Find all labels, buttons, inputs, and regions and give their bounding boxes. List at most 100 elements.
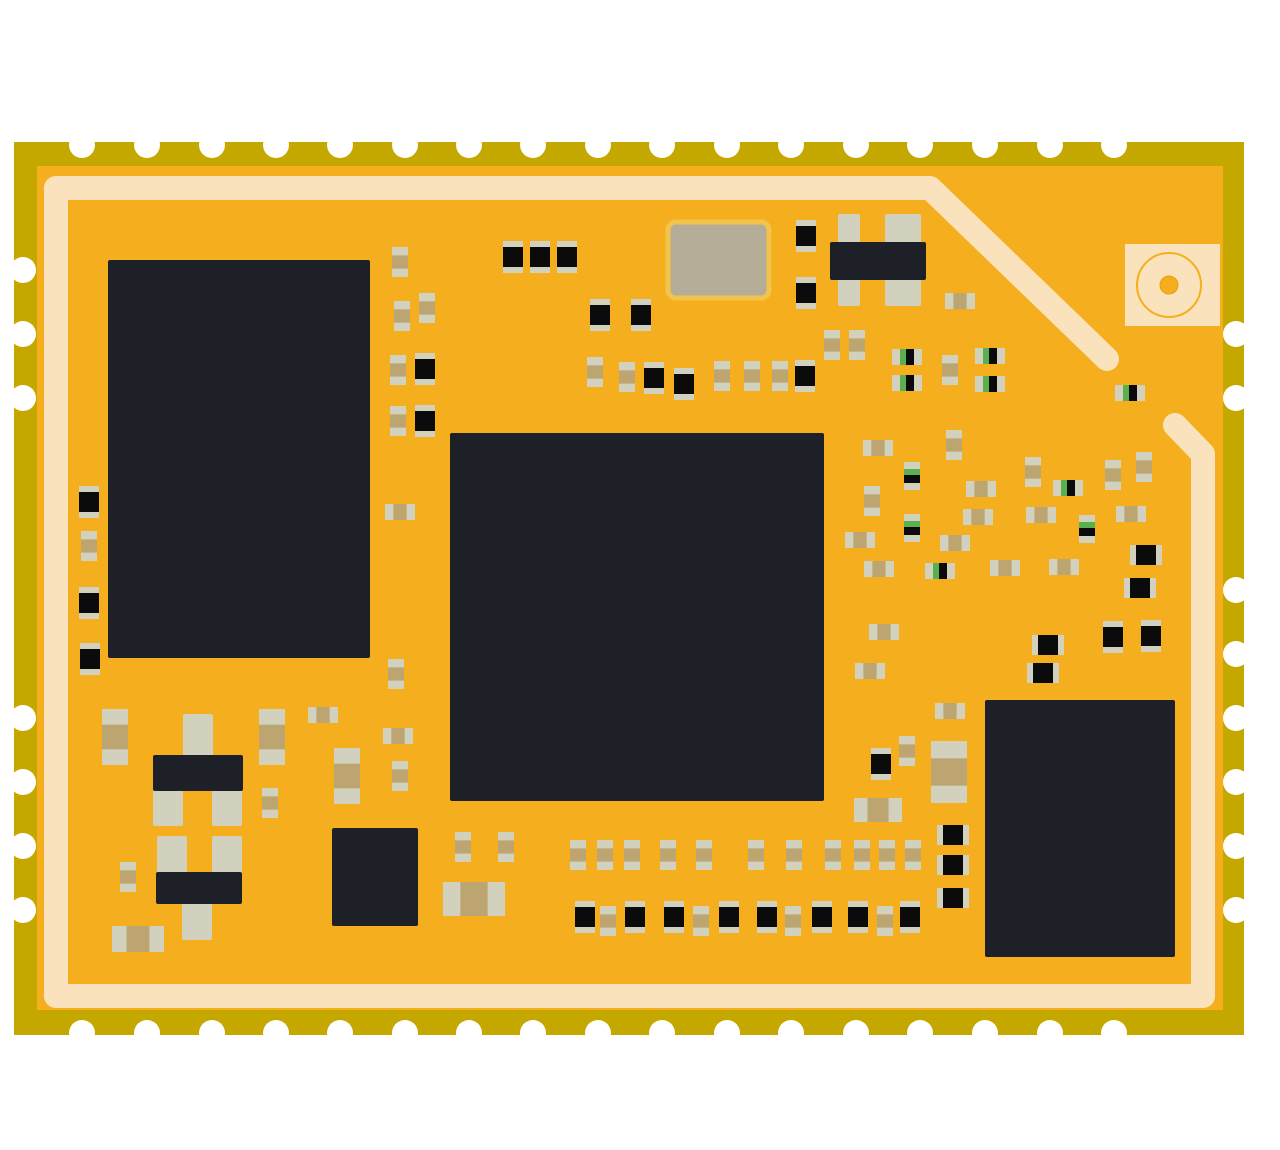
resistor: [1049, 559, 1079, 575]
resistor: [455, 832, 471, 862]
resistor: [334, 748, 360, 804]
capacitor: [757, 901, 777, 933]
capacitor: [812, 901, 832, 933]
resistor: [419, 293, 435, 323]
capacitor: [79, 486, 99, 518]
castellated-hole-top: [392, 132, 418, 158]
resistor: [945, 293, 975, 309]
capacitor: [937, 888, 969, 908]
resistor: [845, 532, 875, 548]
castellated-hole-top: [907, 132, 933, 158]
castellated-hole-bottom: [907, 1020, 933, 1046]
castellated-hole-bottom: [327, 1020, 353, 1046]
castellated-hole-top: [1037, 132, 1063, 158]
castellated-hole-bottom: [456, 1020, 482, 1046]
resistor: [824, 330, 840, 360]
led: [904, 462, 920, 490]
capacitor: [674, 368, 694, 400]
castellated-hole-right: [1223, 769, 1249, 795]
capacitor: [80, 643, 100, 675]
resistor: [619, 362, 635, 392]
capacitor: [796, 220, 816, 252]
castellated-hole-top: [263, 132, 289, 158]
resistor: [259, 709, 285, 765]
resistor: [744, 361, 760, 391]
resistor: [81, 531, 97, 561]
castellated-hole-bottom: [199, 1020, 225, 1046]
resistor: [660, 840, 676, 870]
castellated-hole-bottom: [263, 1020, 289, 1046]
capacitor: [415, 353, 435, 385]
castellated-hole-right: [1223, 705, 1249, 731]
castellated-hole-top: [778, 132, 804, 158]
castellated-hole-bottom: [134, 1020, 160, 1046]
capacitor: [1103, 621, 1123, 653]
resistor: [390, 355, 406, 385]
capacitor: [1141, 620, 1161, 652]
capacitor: [625, 901, 645, 933]
led: [975, 348, 1005, 364]
castellated-hole-top: [1101, 132, 1127, 158]
resistor: [262, 788, 278, 818]
castellated-hole-bottom: [649, 1020, 675, 1046]
led: [925, 563, 955, 579]
resistor: [1026, 507, 1056, 523]
silkscreen-outline: [44, 176, 1215, 1008]
resistor: [383, 728, 413, 744]
resistor: [863, 440, 893, 456]
castellated-hole-left: [10, 833, 36, 859]
led: [1053, 480, 1083, 496]
resistor: [696, 840, 712, 870]
castellated-hole-top: [69, 132, 95, 158]
resistor: [935, 703, 965, 719]
resistor: [624, 840, 640, 870]
resistor: [112, 926, 164, 952]
castellated-hole-right: [1223, 641, 1249, 667]
capacitor: [1027, 663, 1059, 683]
castellated-hole-top: [972, 132, 998, 158]
castellated-hole-bottom: [1037, 1020, 1063, 1046]
small-ic: [332, 828, 418, 926]
resistor: [990, 560, 1020, 576]
capacitor: [79, 587, 99, 619]
capacitor: [795, 360, 815, 392]
resistor: [693, 906, 709, 936]
resistor: [854, 798, 902, 822]
castellated-hole-left: [10, 897, 36, 923]
resistor: [786, 840, 802, 870]
resistor: [388, 659, 404, 689]
resistor: [1105, 460, 1121, 490]
castellated-hole-left: [10, 257, 36, 283]
capacitor: [1032, 635, 1064, 655]
resistor: [1116, 506, 1146, 522]
castellated-hole-bottom: [778, 1020, 804, 1046]
led: [1115, 385, 1145, 401]
led: [975, 376, 1005, 392]
resistor: [877, 906, 893, 936]
resistor: [849, 330, 865, 360]
led: [892, 349, 922, 365]
resistor: [102, 709, 128, 765]
resistor: [443, 882, 505, 916]
capacitor: [644, 362, 664, 394]
capacitor: [937, 855, 969, 875]
capacitor: [796, 277, 816, 309]
capacitor: [871, 748, 891, 780]
resistor: [392, 761, 408, 791]
castellated-hole-left: [10, 769, 36, 795]
castellated-hole-right: [1223, 897, 1249, 923]
castellated-hole-top: [327, 132, 353, 158]
capacitor: [575, 901, 595, 933]
resistor: [385, 504, 415, 520]
castellated-hole-top: [714, 132, 740, 158]
capacitor: [1130, 545, 1162, 565]
castellated-hole-bottom: [69, 1020, 95, 1046]
capacitor: [848, 901, 868, 933]
resistor: [748, 840, 764, 870]
castellated-hole-right: [1223, 385, 1249, 411]
castellated-holes: [10, 132, 1249, 1046]
castellated-hole-right: [1223, 577, 1249, 603]
capacitor: [557, 241, 577, 273]
capacitor: [415, 405, 435, 437]
capacitor: [503, 241, 523, 273]
